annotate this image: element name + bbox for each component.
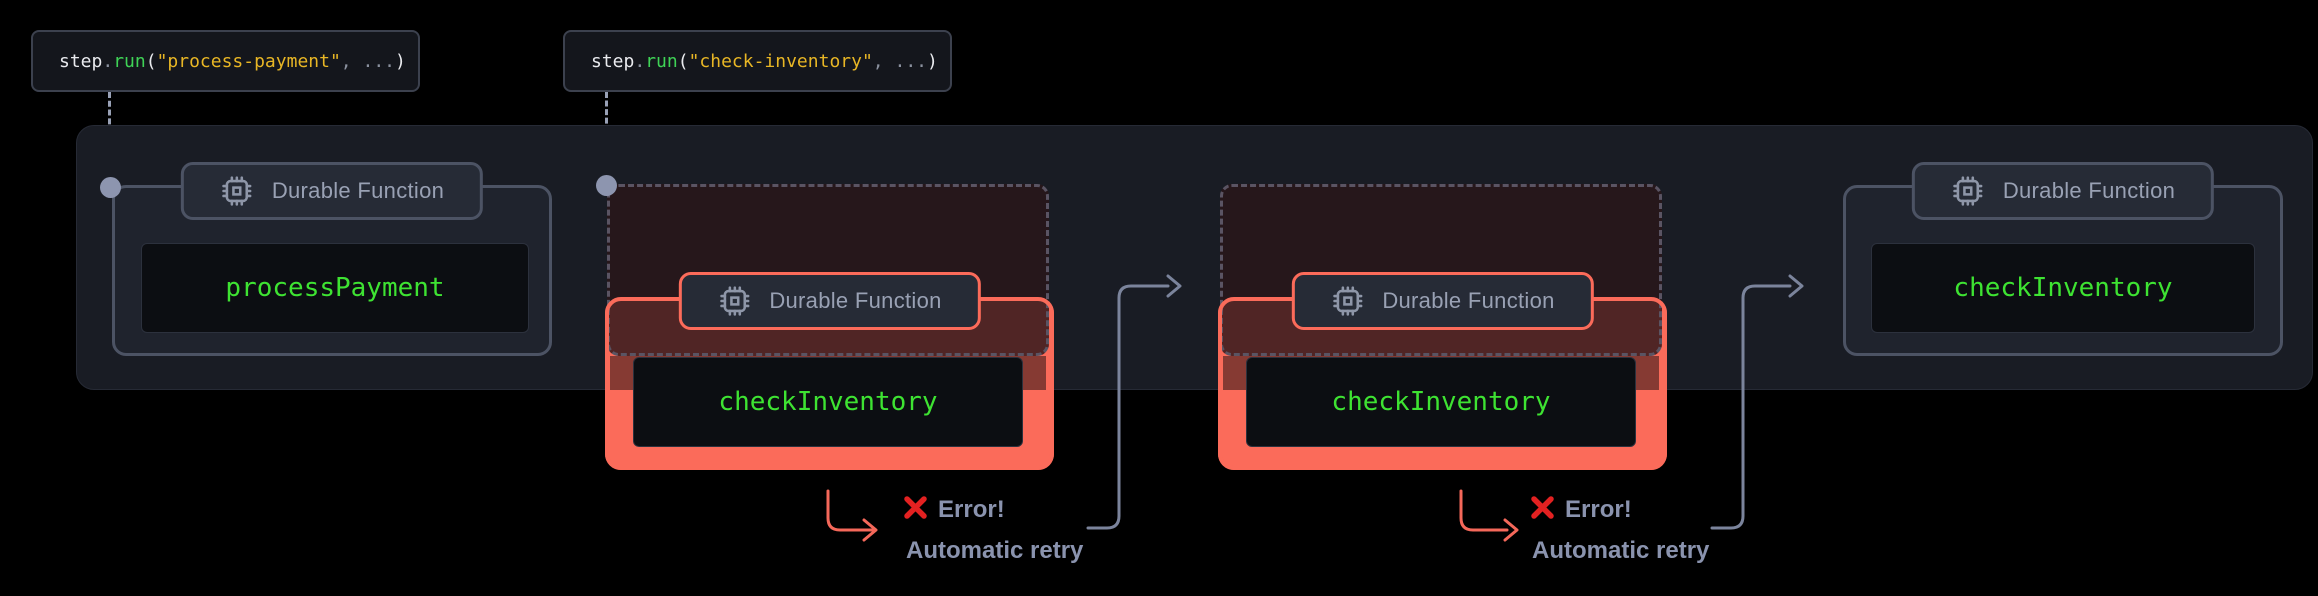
code-token: ( [145, 50, 157, 72]
code-token: "process-payment" [156, 50, 341, 72]
error-x-icon [1529, 494, 1556, 526]
error-label: Error! [1565, 496, 1632, 523]
code-token: step [591, 50, 635, 72]
function-name: checkInventory [718, 387, 938, 417]
durable-function-badge: Durable Function [678, 272, 981, 330]
function-name: processPayment [225, 273, 445, 303]
code-token: ) [927, 50, 938, 72]
error-label: Error! [938, 496, 1005, 523]
error-x-icon [902, 494, 929, 526]
durable-function-badge: Durable Function [180, 162, 484, 220]
code-token: ... [362, 50, 395, 72]
code-tooltip-check-inventory: step.run("check-inventory", ...) [563, 30, 952, 92]
code-token: ( [677, 50, 689, 72]
function-name-box: checkInventory [1871, 243, 2255, 333]
cpu-chip-icon [1332, 286, 1362, 316]
code-token: run [645, 50, 678, 72]
code-token: ... [894, 50, 927, 72]
connector-dot [100, 177, 121, 198]
code-token: run [113, 50, 146, 72]
badge-label: Durable Function [769, 288, 942, 313]
function-card-2-error: Durable Function checkInventory [605, 184, 1054, 470]
retry-label: Automatic retry [906, 537, 1084, 564]
durable-function-badge: Durable Function [1291, 272, 1594, 330]
function-name-box: processPayment [141, 243, 529, 333]
cpu-chip-icon [719, 286, 749, 316]
function-name-box: checkInventory [1246, 357, 1636, 447]
connector-dot [596, 175, 617, 196]
retry-arrow [826, 489, 878, 542]
code-token: step [59, 50, 103, 72]
code-token: ) [395, 50, 406, 72]
durable-function-badge: Durable Function [1911, 162, 2215, 220]
cpu-chip-icon [222, 176, 252, 206]
badge-label: Durable Function [2002, 178, 2176, 203]
function-name: checkInventory [1331, 387, 1551, 417]
function-name-box: checkInventory [633, 357, 1023, 447]
function-card-4: Durable Function checkInventory [1843, 162, 2283, 356]
cpu-chip-icon [1953, 176, 1983, 206]
function-name: checkInventory [1953, 273, 2173, 303]
code-token: , [340, 50, 363, 72]
badge-label: Durable Function [1382, 288, 1555, 313]
code-token: "check-inventory" [688, 50, 873, 72]
code-token: . [102, 50, 114, 72]
code-tooltip-process-payment: step.run("process-payment", ...) [31, 30, 420, 92]
badge-label: Durable Function [271, 178, 445, 203]
code-token: , [872, 50, 895, 72]
function-card-1: Durable Function processPayment [112, 162, 552, 356]
retry-arrow [1459, 489, 1519, 542]
function-card-3-error: Durable Function checkInventory [1218, 184, 1667, 470]
retry-label: Automatic retry [1532, 537, 1710, 564]
code-token: . [634, 50, 646, 72]
